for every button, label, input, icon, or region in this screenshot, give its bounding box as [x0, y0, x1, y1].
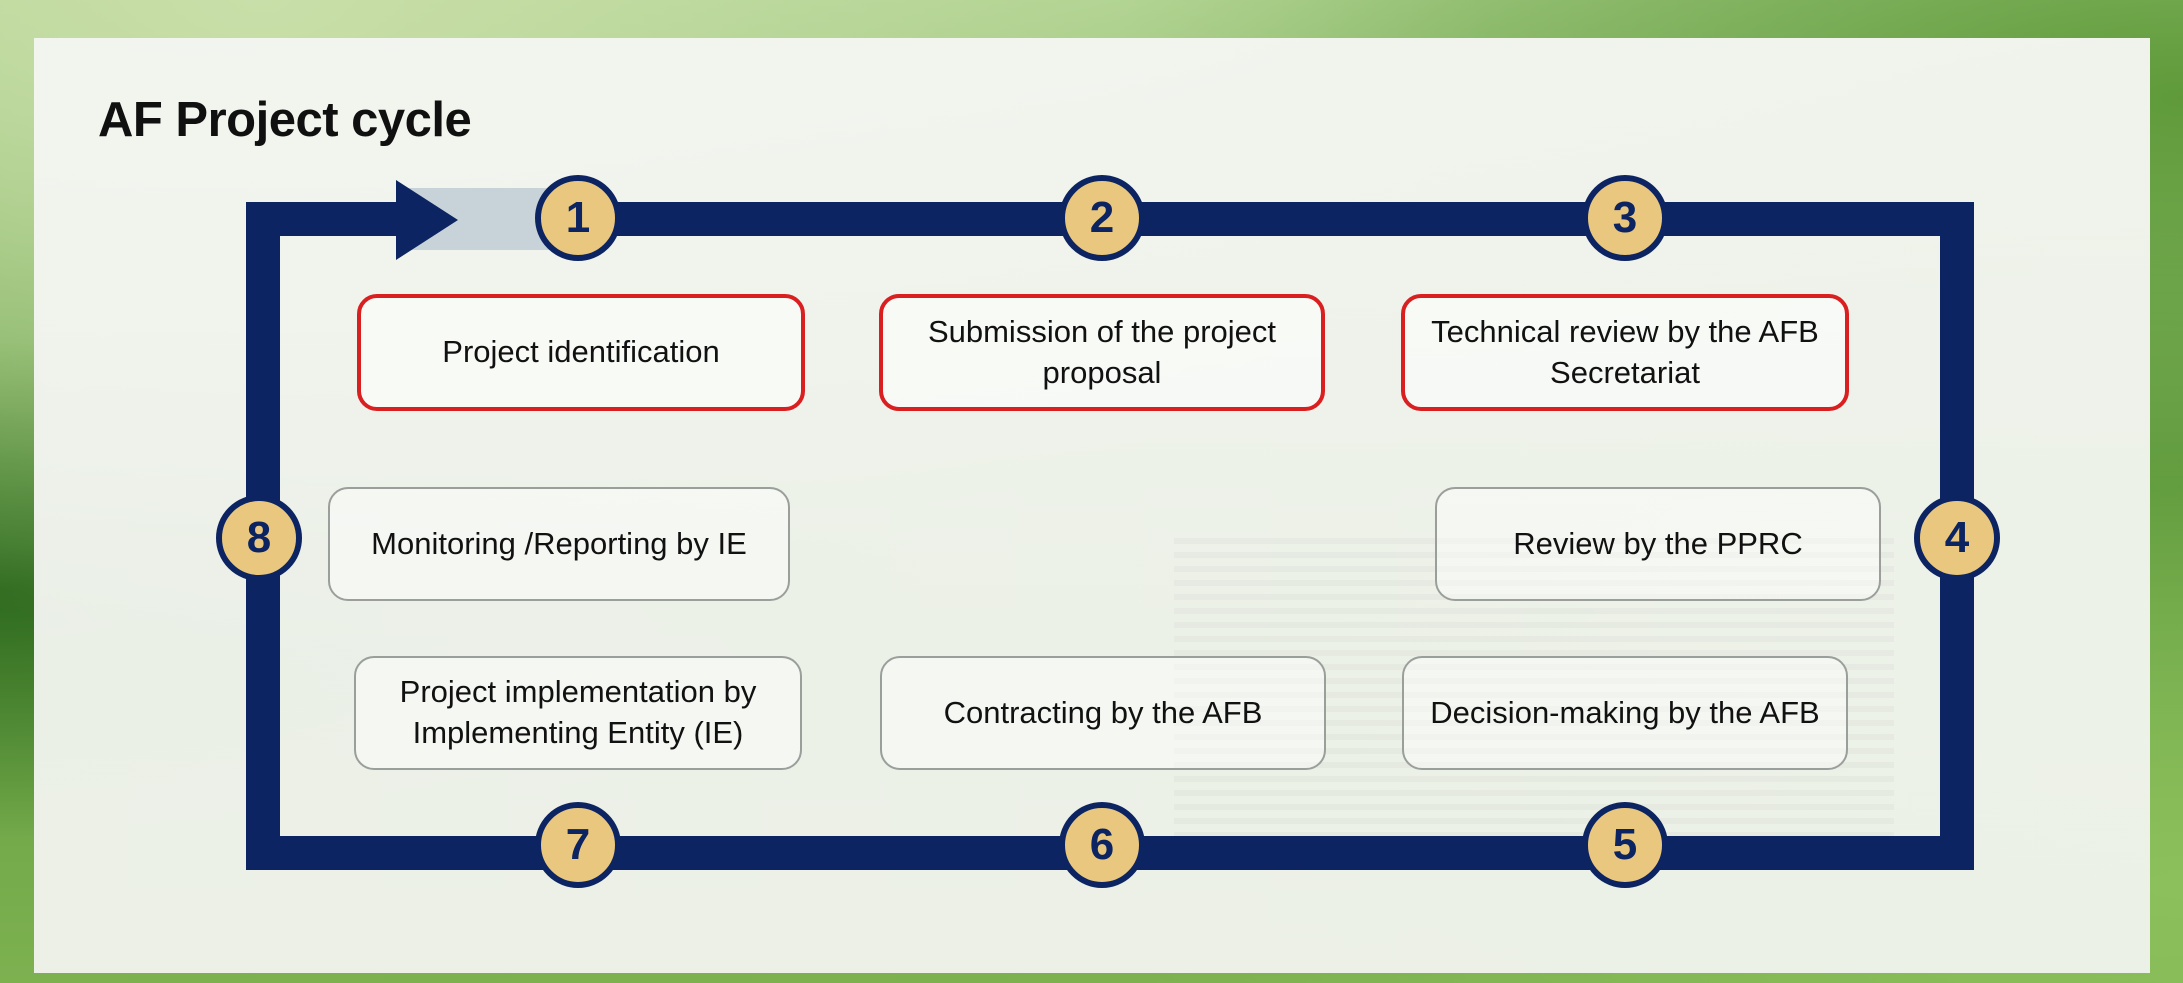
- step-number-badge-4: 4: [1914, 495, 2000, 581]
- step-box-6: Contracting by the AFB: [880, 656, 1326, 770]
- step-box-2: Submission of the project proposal: [879, 294, 1325, 411]
- background-texture: [1174, 538, 1894, 868]
- step-box-4: Review by the PPRC: [1435, 487, 1881, 601]
- step-box-5: Decision-making by the AFB: [1402, 656, 1848, 770]
- step-number-badge-5: 5: [1582, 802, 1668, 888]
- step-box-7: Project implementation by Implementing E…: [354, 656, 802, 770]
- step-number-badge-8: 8: [216, 495, 302, 581]
- cycle-direction-arrow-icon: [396, 180, 458, 260]
- step-number-badge-6: 6: [1059, 802, 1145, 888]
- step-box-1: Project identification: [357, 294, 805, 411]
- step-number-badge-2: 2: [1059, 175, 1145, 261]
- step-number-badge-3: 3: [1582, 175, 1668, 261]
- step-number-badge-1: 1: [535, 175, 621, 261]
- step-box-3: Technical review by the AFB Secretariat: [1401, 294, 1849, 411]
- step-box-8: Monitoring /Reporting by IE: [328, 487, 790, 601]
- page-title: AF Project cycle: [98, 93, 472, 147]
- step-number-badge-7: 7: [535, 802, 621, 888]
